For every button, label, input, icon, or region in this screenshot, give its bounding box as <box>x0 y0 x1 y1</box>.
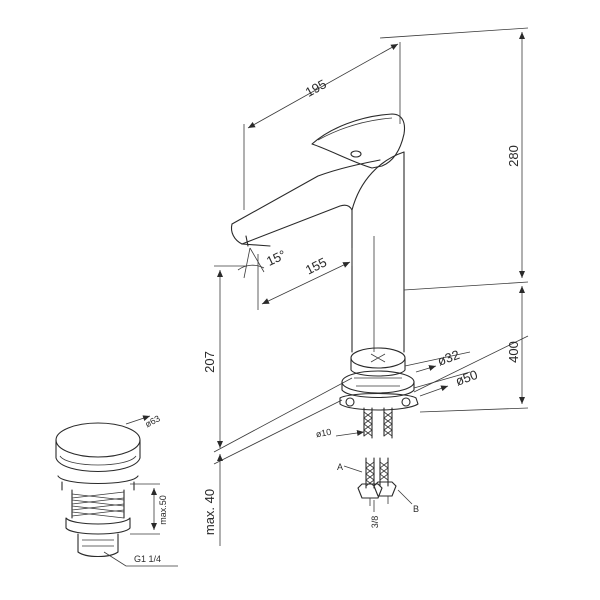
thread-3-8-label: 3/8 <box>370 516 380 529</box>
dim-15-degree-label: 15° <box>264 247 288 269</box>
dim-diameter-32-label: ø32 <box>435 347 461 369</box>
tap-body <box>230 113 419 506</box>
dim-400-label: 400 <box>506 341 521 363</box>
waste-dimension-lines <box>103 415 178 567</box>
waste-drain <box>55 422 141 558</box>
hose-a-label: A <box>337 462 343 472</box>
dim-max-40-label: max. 40 <box>202 489 217 535</box>
dim-diameter-50-label: ø50 <box>453 367 479 389</box>
waste-max-50-label: max.50 <box>158 495 168 525</box>
waste-diameter-63-label: ø63 <box>143 413 161 429</box>
dim-195-label: 195 <box>303 76 329 100</box>
hose-b-label: B <box>413 504 419 514</box>
dim-207-label: 207 <box>202 351 217 373</box>
dim-diameter-10-label: ø10 <box>315 427 332 440</box>
waste-thread-label: G1 1/4 <box>134 554 161 564</box>
tap-dimension-lines <box>213 27 529 546</box>
dim-280-label: 280 <box>506 145 521 167</box>
